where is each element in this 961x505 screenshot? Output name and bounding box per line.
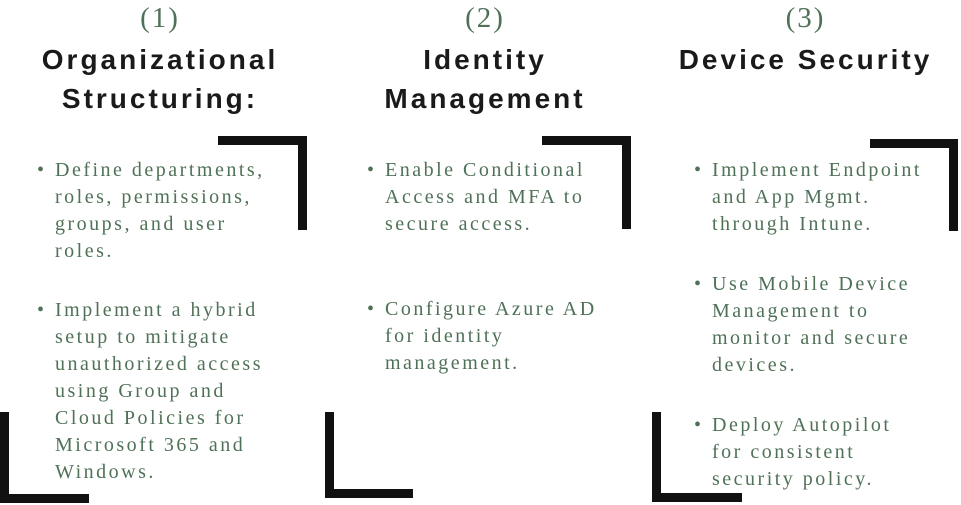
bullet-text: Implement a hybrid setup to mitigate una… [55, 299, 263, 483]
column-title: Organizational Structuring: [41, 44, 279, 114]
column-number: (1) [140, 2, 180, 34]
column-number: (3) [785, 2, 826, 34]
bullet-text: Deploy Autopilot for consistent security… [712, 414, 892, 490]
bullet-item: • Use Mobile Device Management to monitor… [694, 271, 961, 379]
bullet-item: • Implement Endpoint and App Mgmt. throug… [694, 157, 961, 238]
bullet-text: Enable Conditional Access and MFA to sec… [385, 159, 585, 235]
corner-bracket-bottom-left-icon [0, 412, 89, 503]
corner-bracket-top-right-icon [218, 136, 307, 230]
bullet-item: • Implement a hybrid setup to mitigate un… [37, 297, 307, 486]
bullet-text: Implement Endpoint and App Mgmt. through… [712, 159, 922, 235]
bullet-dot-icon: • [37, 159, 47, 181]
bullet-list: • Implement Endpoint and App Mgmt. throug… [694, 157, 961, 505]
bullet-list: • Define departments, roles, permissions,… [37, 157, 307, 505]
bullet-dot-icon: • [694, 273, 704, 295]
column-title: Identity Management [384, 44, 586, 114]
bullet-item: • Configure Azure AD for identity managem… [367, 296, 637, 377]
bullet-text: Configure Azure AD for identity manageme… [385, 298, 597, 374]
bullet-item: • Enable Conditional Access and MFA to se… [367, 157, 637, 238]
corner-bracket-bottom-left-icon [652, 412, 742, 502]
corner-bracket-top-right-icon [542, 136, 631, 229]
column-organizational-structuring: (1) Organizational Structuring: • Define … [0, 0, 320, 483]
column-number: (2) [465, 2, 505, 34]
corner-bracket-bottom-left-icon [325, 412, 413, 498]
bullet-dot-icon: • [694, 414, 704, 436]
column-identity-management: (2) Identity Management • Enable Conditio… [330, 0, 640, 374]
bullet-dot-icon: • [37, 299, 47, 321]
column-title: Device Security [678, 44, 933, 75]
column-device-security: (3) Device Security • Implement Endpoint … [650, 0, 961, 490]
bullet-item: • Deploy Autopilot for consistent securit… [694, 412, 961, 493]
bullet-dot-icon: • [367, 298, 377, 320]
bullet-dot-icon: • [367, 159, 377, 181]
bullet-dot-icon: • [694, 159, 704, 181]
bullet-list: • Enable Conditional Access and MFA to se… [367, 157, 637, 435]
bullet-item: • Define departments, roles, permissions,… [37, 157, 307, 265]
bullet-text: Define departments, roles, permissions, … [55, 159, 265, 262]
corner-bracket-top-right-icon [870, 139, 958, 231]
bullet-text: Use Mobile Device Management to monitor … [712, 273, 911, 376]
